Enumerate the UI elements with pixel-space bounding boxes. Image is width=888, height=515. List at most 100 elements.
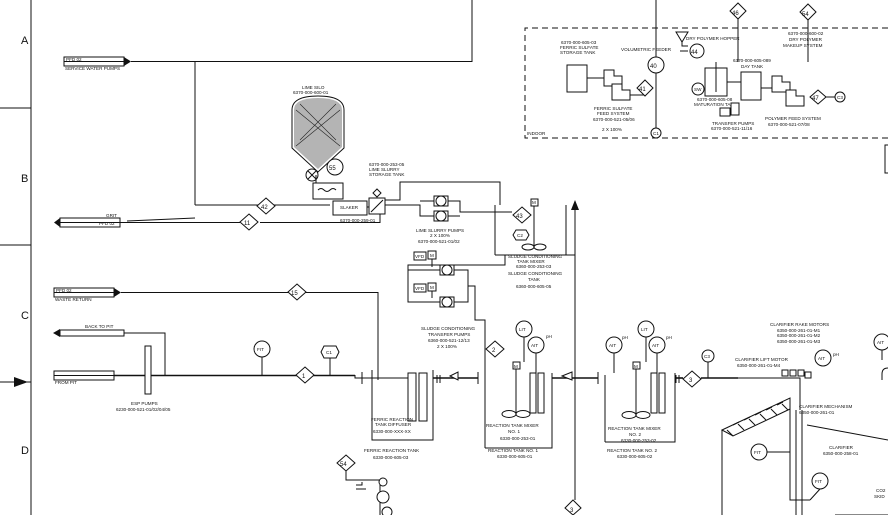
flow-indicator-transmitter-3[interactable]: FIT bbox=[811, 472, 829, 490]
svg-text:54: 54 bbox=[802, 12, 809, 18]
svg-text:6350-000-261-01-M4: 6350-000-261-01-M4 bbox=[737, 363, 781, 368]
sw-valve[interactable]: SW bbox=[691, 82, 705, 96]
svg-text:FIT: FIT bbox=[815, 479, 822, 484]
svg-text:REACTION TANK NO. 1: REACTION TANK NO. 1 bbox=[488, 448, 539, 453]
svg-text:6350-000-261-01-M3: 6350-000-261-01-M3 bbox=[777, 339, 821, 344]
stream-15[interactable]: 15 bbox=[287, 283, 307, 301]
svg-text:REACTION TANK NO. 2: REACTION TANK NO. 2 bbox=[607, 448, 658, 453]
reaction-tank-1[interactable]: M REACTION TANK MIXER NO. 1 6330-000-253… bbox=[484, 361, 553, 459]
ferric-sulfate-storage-tank[interactable]: 6370-000-605-03 FERRIC SULFATE STORAGE T… bbox=[560, 40, 598, 93]
svg-text:6330-000-XXX-XX: 6330-000-XXX-XX bbox=[373, 429, 411, 434]
svg-text:6370-000-600-02: 6370-000-600-02 bbox=[788, 31, 824, 36]
svg-text:M: M bbox=[634, 364, 638, 369]
valve-icon bbox=[378, 477, 388, 487]
svg-text:CLARIFIER LIFT MOTOR: CLARIFIER LIFT MOTOR bbox=[735, 357, 789, 362]
lime-slurry-pumps[interactable]: LIME SLURRY PUMPS 2 X 100% 6370-000-521-… bbox=[400, 195, 500, 244]
level-indicator-transmitter-1[interactable]: LIT bbox=[515, 320, 533, 362]
esp-pumps[interactable]: ESP PUMPS 6230-000-521-01/02/04/05 bbox=[116, 345, 171, 412]
stream-45[interactable]: 46 bbox=[729, 2, 747, 20]
svg-text:M: M bbox=[430, 285, 434, 290]
stream-43[interactable]: 43 bbox=[512, 206, 532, 224]
clarifier-mechanism[interactable]: CLARIFIER MECHANISM 6350-000-261-01 CLAR… bbox=[720, 397, 888, 515]
svg-text:CLARIFIER MECHANISM: CLARIFIER MECHANISM bbox=[799, 404, 853, 409]
dry-polymer-hopper-label: DRY POLYMER HOPPER bbox=[686, 36, 740, 41]
service-water-tag: PFD 02 bbox=[66, 57, 82, 62]
stream-40[interactable]: 40 bbox=[647, 56, 665, 74]
grit-connector[interactable]: GRIT PFD 02 bbox=[54, 213, 121, 228]
svg-text:INDOOR: INDOOR bbox=[527, 131, 546, 136]
lime-silo-tag: 6370-000-600-01 bbox=[293, 90, 329, 95]
svg-text:DAY TANK: DAY TANK bbox=[741, 64, 764, 69]
svg-text:TANK MIXER: TANK MIXER bbox=[517, 259, 545, 264]
lime-silo[interactable]: LIME SILO 6370-000-600-01 bbox=[291, 85, 345, 173]
slaker[interactable]: SLAKER 6370-000-259-01 bbox=[312, 182, 376, 223]
sludge-conditioning-tank[interactable]: M SLUDGE CONDITIONING TANK MIXER 6360-00… bbox=[494, 198, 576, 289]
svg-text:NO. 1: NO. 1 bbox=[508, 429, 520, 434]
waste-return-tag: PFD 02 bbox=[56, 288, 72, 293]
analyzer-transmitter-5[interactable]: AIT bbox=[873, 333, 888, 360]
stream-55[interactable]: 55 bbox=[326, 158, 344, 176]
stream-3[interactable]: 3 bbox=[682, 370, 702, 388]
day-tank[interactable]: 6370-000-605-089 DAY TANK bbox=[727, 58, 771, 101]
svg-text:6370-000-605-08: 6370-000-605-08 bbox=[697, 97, 733, 102]
svg-text:AIT: AIT bbox=[609, 343, 616, 348]
reaction-tank-2[interactable]: M REACTION TANK MIXER NO. 2 6330-000-253… bbox=[604, 361, 676, 459]
waste-return-label: WASTE RETURN bbox=[55, 297, 92, 302]
back-to-pit-connector[interactable]: BACK TO PIT bbox=[53, 324, 125, 337]
polymer-feed-system[interactable]: POLYMER FEED SYSTEM 6370-000-521-07/08 bbox=[761, 75, 821, 127]
chemical-point-c1[interactable]: C1 bbox=[320, 345, 340, 375]
co2-label-cut: CO2 bbox=[876, 488, 886, 493]
maturation-tank[interactable]: 6370-000-605-08 MATURATION TANK bbox=[694, 62, 738, 107]
svg-text:1: 1 bbox=[302, 374, 306, 380]
chemical-point-c2[interactable]: C2 bbox=[512, 229, 530, 241]
from-pit-connector[interactable]: FROM PIT bbox=[53, 370, 115, 385]
svg-text:6350-000-261-01-M2: 6350-000-261-01-M2 bbox=[777, 333, 821, 338]
svg-text:TRANSFER PUMPS: TRANSFER PUMPS bbox=[428, 332, 470, 337]
transfer-pumps[interactable]: TRANSFER PUMPS 6370-000-521-11/16 bbox=[711, 102, 754, 131]
stream-54[interactable]: 54 bbox=[336, 454, 356, 472]
svg-text:2 X 100%: 2 X 100% bbox=[437, 344, 457, 349]
svg-text:6330-000-605-03: 6330-000-605-03 bbox=[373, 455, 409, 460]
chemical-point-c1-indoor[interactable]: C1 bbox=[650, 127, 662, 139]
svg-text:54: 54 bbox=[340, 462, 347, 468]
lime-slurry-storage-tank[interactable]: 6370-000-253-05 LIME SLURRY STORAGE TANK bbox=[368, 162, 405, 215]
stream-46[interactable]: 47 bbox=[809, 89, 827, 105]
volumetric-feeder-label: VOLUMETRIC FEEDER bbox=[621, 47, 672, 52]
svg-text:SW: SW bbox=[694, 87, 702, 92]
ferric-reaction-tank[interactable]: FERRIC REACTION TANK DIFFUSER 6330-000-X… bbox=[354, 370, 434, 460]
svg-text:REACTION TANK MIXER: REACTION TANK MIXER bbox=[486, 423, 539, 428]
flow-element-icon bbox=[448, 371, 459, 381]
stream-11[interactable]: 11 bbox=[239, 213, 259, 231]
stream-47[interactable]: 54 bbox=[799, 3, 817, 21]
stream-1[interactable]: 1 bbox=[295, 366, 315, 384]
stream-2[interactable]: 2 bbox=[485, 340, 505, 358]
chemical-point-c3-indoor[interactable]: C3 bbox=[834, 91, 846, 103]
svg-text:6350-000-261-01-M1: 6350-000-261-01-M1 bbox=[777, 328, 821, 333]
level-indicator-transmitter-2[interactable]: LIT bbox=[637, 320, 655, 362]
arrow-icon bbox=[54, 218, 60, 227]
stream-44[interactable]: 44 bbox=[689, 43, 705, 59]
service-water-connector[interactable]: PFD 02 SERVICE WATER PUMPS bbox=[63, 56, 131, 71]
stream-41[interactable]: 41 bbox=[636, 79, 654, 97]
svg-text:6350-000-258-01: 6350-000-258-01 bbox=[823, 451, 859, 456]
zone-label-c: C bbox=[21, 310, 29, 322]
dry-polymer-makeup-system[interactable]: 6370-000-600-02 DRY POLYMER MAKEUP SYSTE… bbox=[783, 31, 824, 48]
waste-return-connector[interactable]: PFD 02 WASTE RETURN bbox=[53, 287, 121, 302]
svg-text:STORAGE TANK: STORAGE TANK bbox=[560, 50, 596, 55]
stream-42[interactable]: 42 bbox=[256, 197, 276, 215]
arrow-icon bbox=[53, 329, 60, 337]
stream-5[interactable]: 3 bbox=[564, 499, 582, 515]
ferric-sulfate-feed-system[interactable]: FERRIC SULFATE FEED SYSTEM 6370-000-521-… bbox=[587, 69, 645, 132]
svg-text:AIT: AIT bbox=[877, 340, 884, 345]
sludge-transfer-pumps[interactable]: VFD M VFD M SLUDGE CONDITIONING TRANSFER… bbox=[407, 250, 506, 375]
chemical-point-c3[interactable]: C3 bbox=[701, 349, 715, 378]
svg-text:C1: C1 bbox=[326, 350, 332, 355]
flow-indicator-transmitter[interactable]: FIT bbox=[253, 340, 271, 375]
svg-text:M: M bbox=[430, 253, 434, 258]
flow-indicator-transmitter-2[interactable]: FIT bbox=[750, 443, 790, 461]
clarifier-rake-motors[interactable]: CLARIFIER RAKE MOTORS 6350-000-261-01-M1… bbox=[735, 322, 829, 379]
